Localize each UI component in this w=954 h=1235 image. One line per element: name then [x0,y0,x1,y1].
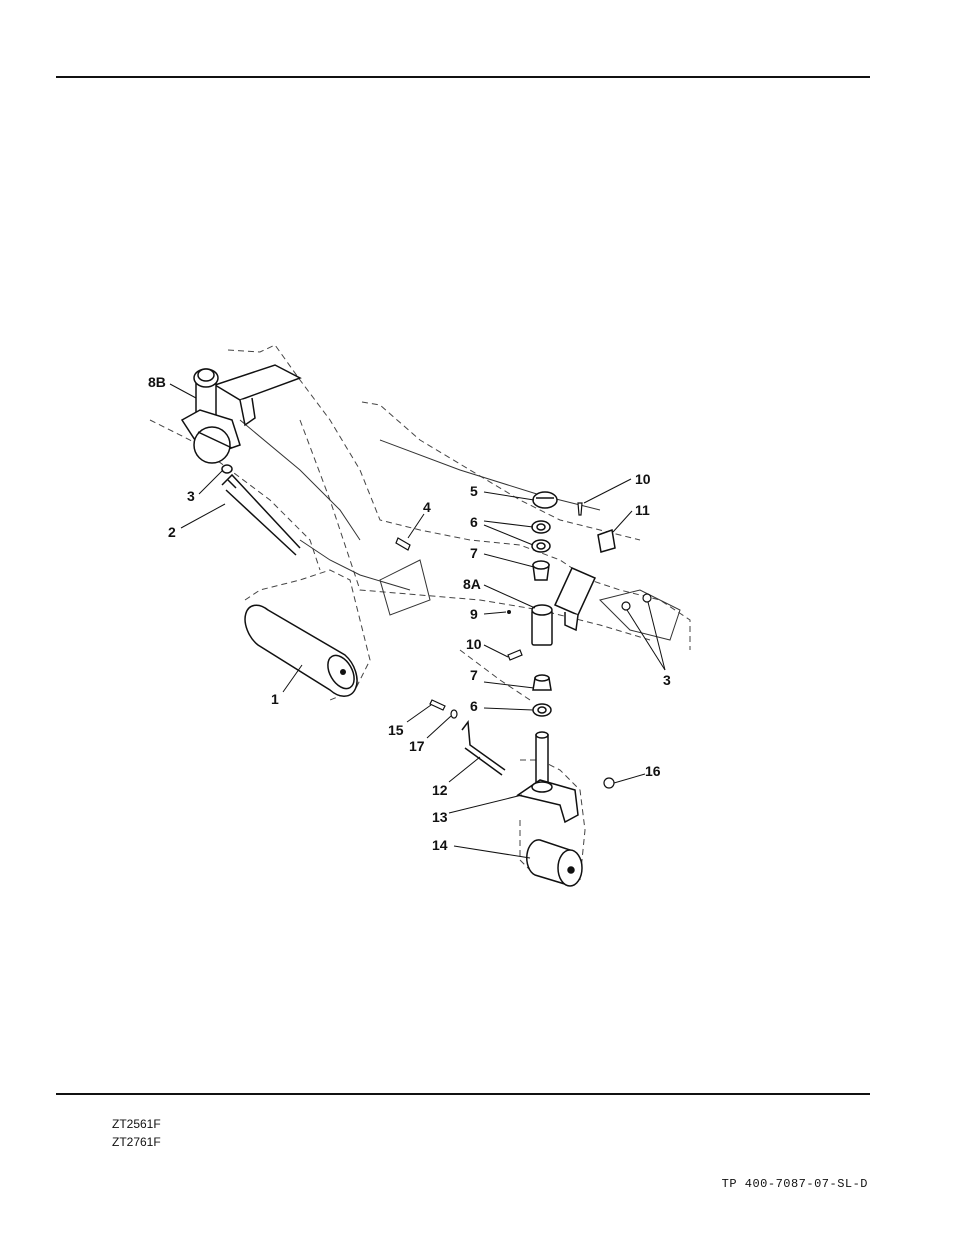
washer-part-17 [450,709,458,719]
block-part-11 [597,528,616,553]
left-caster-assembly-part-8b [180,364,302,464]
callout-11: 11 [635,502,650,518]
deck-frame-solid [239,419,681,641]
nut-part-16 [603,777,615,789]
callout-3-right: 3 [663,672,671,688]
document-number: TP 400-7087-07-SL-D [721,1177,868,1191]
callout-16: 16 [645,763,661,779]
callout-6-upper: 6 [470,514,478,530]
roller-part-1 [244,604,358,697]
callout-13: 13 [432,809,448,825]
callout-1: 1 [271,691,279,707]
callout-10-upper: 10 [635,471,651,487]
bottom-rule [56,1093,870,1095]
washer-part-6-lower [532,703,552,717]
top-rule [56,76,870,78]
cap-part-5 [532,491,558,509]
right-caster-bracket-part-8a [531,567,597,646]
callout-6-lower: 6 [470,698,478,714]
callout-2: 2 [168,524,176,540]
callout-17: 17 [409,738,425,754]
callout-leader-lines [169,383,666,859]
callout-15: 15 [388,722,404,738]
model-number-1: ZT2561F [112,1117,161,1131]
callout-10-lower: 10 [466,636,482,652]
callout-8b: 8B [148,374,166,390]
bushing-part-7-upper [532,560,550,581]
axle-rod-part-12 [461,719,506,776]
washer-part-3-right [621,593,652,611]
callout-7-upper: 7 [470,545,478,561]
callout-5: 5 [470,483,478,499]
washer-part-6-upper [531,520,551,553]
callout-labels: 8B 3 2 4 1 5 6 7 8A 9 10 7 6 10 11 3 15 … [148,374,671,853]
washer-part-3 [221,464,233,474]
bolt-part-4 [395,537,411,551]
callout-14: 14 [432,837,448,853]
callout-9: 9 [470,606,478,622]
model-number-2: ZT2761F [112,1135,161,1149]
bolt-part-10 [507,502,583,661]
bushing-part-7-lower [532,674,552,691]
axle-rod-part-2 [221,473,301,556]
caster-fork-part-13 [516,731,579,824]
callout-4: 4 [423,499,431,515]
deck-frame-outline [149,344,691,881]
callout-3-left: 3 [187,488,195,504]
wheel-part-14 [526,839,583,887]
callout-7-lower: 7 [470,667,478,683]
grease-fitting-part-9 [507,610,511,614]
bolt-part-15 [429,699,446,711]
callout-8a: 8A [463,576,481,592]
callout-12: 12 [432,782,448,798]
